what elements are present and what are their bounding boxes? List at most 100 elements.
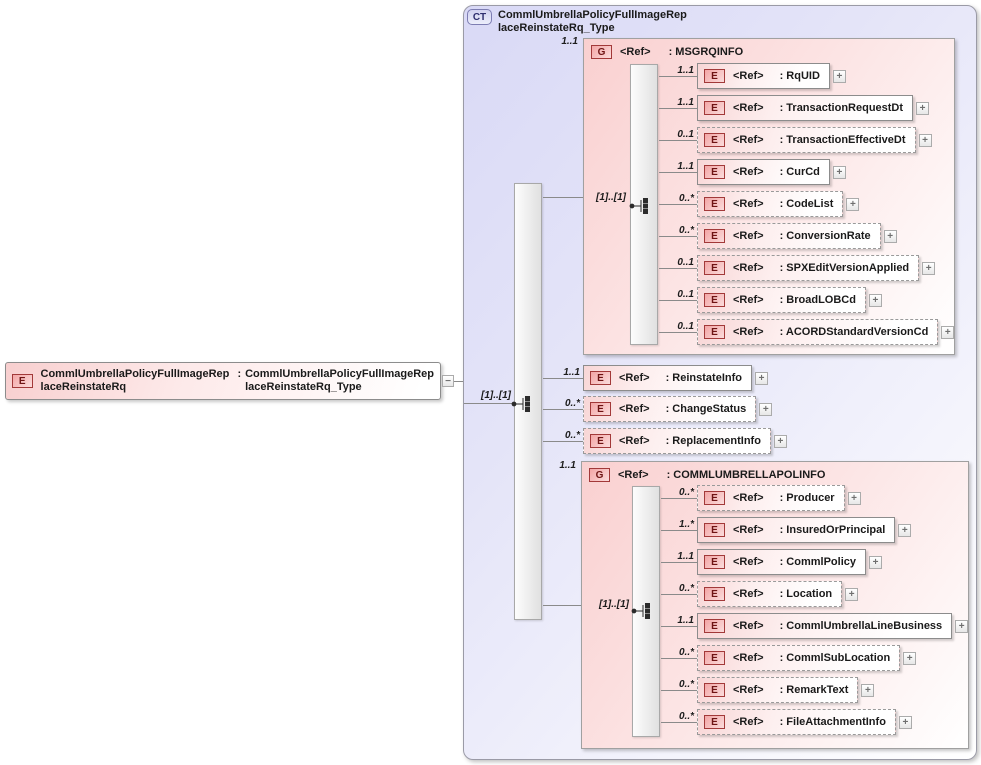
element-row: E <Ref> : ReinstateInfo +: [583, 365, 768, 391]
element-box-changestatus[interactable]: E <Ref> : ChangeStatus: [583, 396, 757, 422]
connector-line: [661, 658, 697, 659]
cardinality-label: 0..*: [678, 679, 694, 690]
group-header: G <Ref> : COMMLUMBRELLAPOLINFO: [582, 462, 968, 482]
element-box-commlsublocation[interactable]: E <Ref> : CommlSubLocation: [697, 645, 901, 671]
element-box-location[interactable]: E <Ref> : Location: [697, 581, 843, 607]
element-box-transactionrequestdt[interactable]: E <Ref> : TransactionRequestDt: [697, 95, 914, 121]
element-badge: E: [704, 229, 725, 243]
element-box-spxeditversionapplied[interactable]: E <Ref> : SPXEditVersionApplied: [697, 255, 920, 281]
element-badge: E: [704, 133, 725, 147]
cardinality-label: 0..*: [678, 647, 694, 658]
collapse-icon[interactable]: −: [442, 375, 454, 387]
cardinality-label: 0..*: [678, 711, 694, 722]
expand-icon[interactable]: +: [898, 523, 912, 537]
cardinality-label: 1..1: [677, 97, 694, 108]
expand-icon[interactable]: +: [861, 683, 875, 697]
connector-line: [659, 268, 697, 269]
element-row: E <Ref> : ACORDStandardVersionCd +: [697, 319, 955, 345]
element-box-broadlobcd[interactable]: E <Ref> : BroadLOBCd: [697, 287, 866, 313]
element-box-codelist[interactable]: E <Ref> : CodeList: [697, 191, 844, 217]
cardinality-label: 0..1: [677, 129, 694, 140]
element-box-commlpolicy[interactable]: E <Ref> : CommlPolicy: [697, 549, 866, 575]
element-row: E <Ref> : RqUID +: [697, 63, 846, 89]
cardinality-label: 0..*: [678, 193, 694, 204]
root-element-name: CommlUmbrellaPolicyFullImageRep laceRein…: [40, 368, 230, 393]
connector-line: [661, 722, 697, 723]
sequence-icon[interactable]: [631, 602, 657, 620]
element-row: E <Ref> : ChangeStatus +: [583, 396, 773, 422]
cardinality-label: 0..1: [677, 289, 694, 300]
element-badge: E: [704, 165, 725, 179]
element-box-root[interactable]: E CommlUmbrellaPolicyFullImageRep laceRe…: [5, 362, 441, 400]
element-badge: E: [704, 683, 725, 697]
element-box-rquid[interactable]: E <Ref> : RqUID: [697, 63, 830, 89]
expand-icon[interactable]: +: [846, 197, 860, 211]
element-box-fileattachmentinfo[interactable]: E <Ref> : FileAttachmentInfo: [697, 709, 896, 735]
connector-line: [659, 108, 697, 109]
connector-line: [454, 381, 463, 382]
element-badge: E: [704, 197, 725, 211]
cardinality-label: 1..*: [678, 519, 694, 530]
element-badge: E: [704, 555, 725, 569]
complex-type-badge: CT: [467, 9, 492, 25]
element-badge: E: [704, 69, 725, 83]
expand-icon[interactable]: +: [847, 491, 861, 505]
expand-icon[interactable]: +: [868, 555, 882, 569]
element-badge: E: [704, 651, 725, 665]
expand-icon[interactable]: +: [832, 165, 846, 179]
group-name: : COMMLUMBRELLAPOLINFO: [666, 469, 826, 481]
element-row: E <Ref> : InsuredOrPrincipal +: [697, 517, 912, 543]
expand-icon[interactable]: +: [883, 229, 897, 243]
expand-icon[interactable]: +: [903, 651, 917, 665]
sequence-icon[interactable]: [511, 395, 537, 413]
expand-icon[interactable]: +: [918, 133, 932, 147]
connector-line: [543, 378, 583, 379]
expand-icon[interactable]: +: [898, 715, 912, 729]
element-box-conversionrate[interactable]: E <Ref> : ConversionRate: [697, 223, 881, 249]
cardinality-label: 1..1: [677, 615, 694, 626]
element-badge: E: [704, 587, 725, 601]
expand-icon[interactable]: +: [754, 371, 768, 385]
element-box-commlumbrellalinebusiness[interactable]: E <Ref> : CommlUmbrellaLineBusiness: [697, 613, 953, 639]
expand-icon[interactable]: +: [922, 261, 936, 275]
expand-icon[interactable]: +: [759, 402, 773, 416]
element-row: E <Ref> : FileAttachmentInfo +: [697, 709, 912, 735]
expand-icon[interactable]: +: [916, 101, 930, 115]
element-badge: E: [704, 523, 725, 537]
cardinality-label: 1..1: [677, 551, 694, 562]
element-row: E <Ref> : CommlPolicy +: [697, 549, 882, 575]
element-box-producer[interactable]: E <Ref> : Producer: [697, 485, 845, 511]
element-box-remarktext[interactable]: E <Ref> : RemarkText: [697, 677, 859, 703]
expand-icon[interactable]: +: [845, 587, 859, 601]
expand-icon[interactable]: +: [773, 434, 787, 448]
element-row: E <Ref> : ConversionRate +: [697, 223, 897, 249]
element-box-replacementinfo[interactable]: E <Ref> : ReplacementInfo: [583, 428, 771, 454]
connector-line: [659, 204, 697, 205]
element-box-acordstandardversioncd[interactable]: E <Ref> : ACORDStandardVersionCd: [697, 319, 939, 345]
connector-line: [659, 236, 697, 237]
cardinality-label: 0..*: [564, 430, 580, 441]
connector-line: [659, 76, 697, 77]
element-box-transactioneffectivedt[interactable]: E <Ref> : TransactionEffectiveDt: [697, 127, 916, 153]
cardinality-label: 0..*: [564, 398, 580, 409]
element-row: E <Ref> : CommlUmbrellaLineBusiness +: [697, 613, 969, 639]
element-row: E <Ref> : TransactionEffectiveDt +: [697, 127, 932, 153]
expand-icon[interactable]: +: [832, 69, 846, 83]
connector-line: [659, 172, 697, 173]
element-badge: E: [590, 371, 611, 385]
element-box-reinstateinfo[interactable]: E <Ref> : ReinstateInfo: [583, 365, 752, 391]
sequence-icon[interactable]: [629, 197, 655, 215]
element-row: E <Ref> : SPXEditVersionApplied +: [697, 255, 936, 281]
element-row: E <Ref> : CurCd +: [697, 159, 846, 185]
element-row: E <Ref> : TransactionRequestDt +: [697, 95, 930, 121]
element-badge: E: [590, 402, 611, 416]
expand-icon[interactable]: +: [941, 325, 955, 339]
cardinality-label: 0..*: [678, 583, 694, 594]
connector-line: [659, 332, 697, 333]
expand-icon[interactable]: +: [955, 619, 969, 633]
element-box-curcd[interactable]: E <Ref> : CurCd: [697, 159, 830, 185]
element-box-insuredorprincipal[interactable]: E <Ref> : InsuredOrPrincipal: [697, 517, 896, 543]
cardinality-label: 1..1: [677, 65, 694, 76]
expand-icon[interactable]: +: [868, 293, 882, 307]
root-colon: :: [237, 368, 242, 380]
